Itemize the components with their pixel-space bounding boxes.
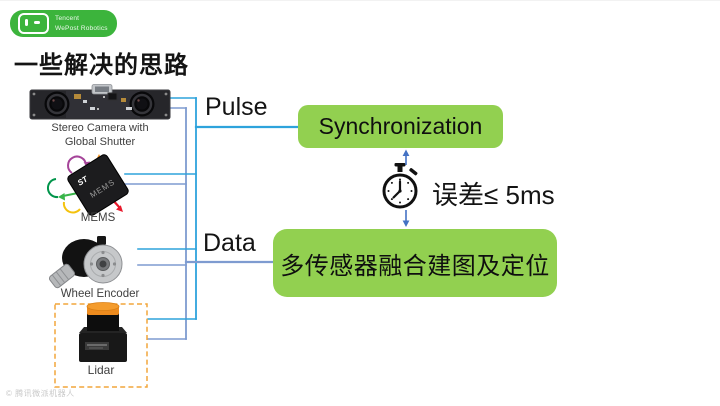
logo-brand-line1: Tencent — [55, 15, 80, 23]
fusion-box: 多传感器融合建图及定位 — [273, 229, 557, 297]
stereo-camera-label: Stereo Camera with Global Shutter — [18, 122, 182, 150]
sync-link-arrows — [402, 149, 410, 227]
connector-lines — [124, 97, 300, 340]
stereo-camera-label-line1: Stereo Camera with — [51, 122, 149, 134]
page-title: 一些解决的思路 — [14, 52, 189, 79]
synchronization-box-label: Synchronization — [318, 113, 483, 139]
tencent-logo: Tencent WePost Robotics — [10, 10, 117, 37]
stereo-camera-label-line2: Global Shutter — [64, 135, 136, 148]
synchronization-box: Synchronization — [298, 105, 503, 148]
mems-chip-image: ST MEMS — [47, 154, 129, 216]
logo-brand-line2: WePost Robotics — [55, 24, 108, 32]
watermark: © 腾讯微派机器人 — [6, 389, 75, 398]
stopwatch-icon — [382, 163, 418, 209]
pulse-label: Pulse — [205, 93, 268, 121]
stereo-camera-image — [29, 84, 171, 120]
arrow-down-icon — [402, 220, 410, 227]
wheel-encoder-image — [48, 236, 123, 289]
wheel-encoder-label: Wheel Encoder — [60, 288, 140, 300]
data-label: Data — [203, 229, 256, 257]
lidar-label: Lidar — [87, 363, 115, 377]
mems-label: MEMS — [80, 212, 116, 224]
lidar-image — [54, 302, 148, 388]
arrow-up-icon — [402, 149, 410, 156]
robot-face-icon — [18, 13, 49, 34]
logo-text: Tencent WePost Robotics — [55, 14, 108, 33]
timing-error-label: 误差≤ 5ms — [432, 180, 555, 210]
fusion-box-label: 多传感器融合建图及定位 — [280, 252, 550, 280]
